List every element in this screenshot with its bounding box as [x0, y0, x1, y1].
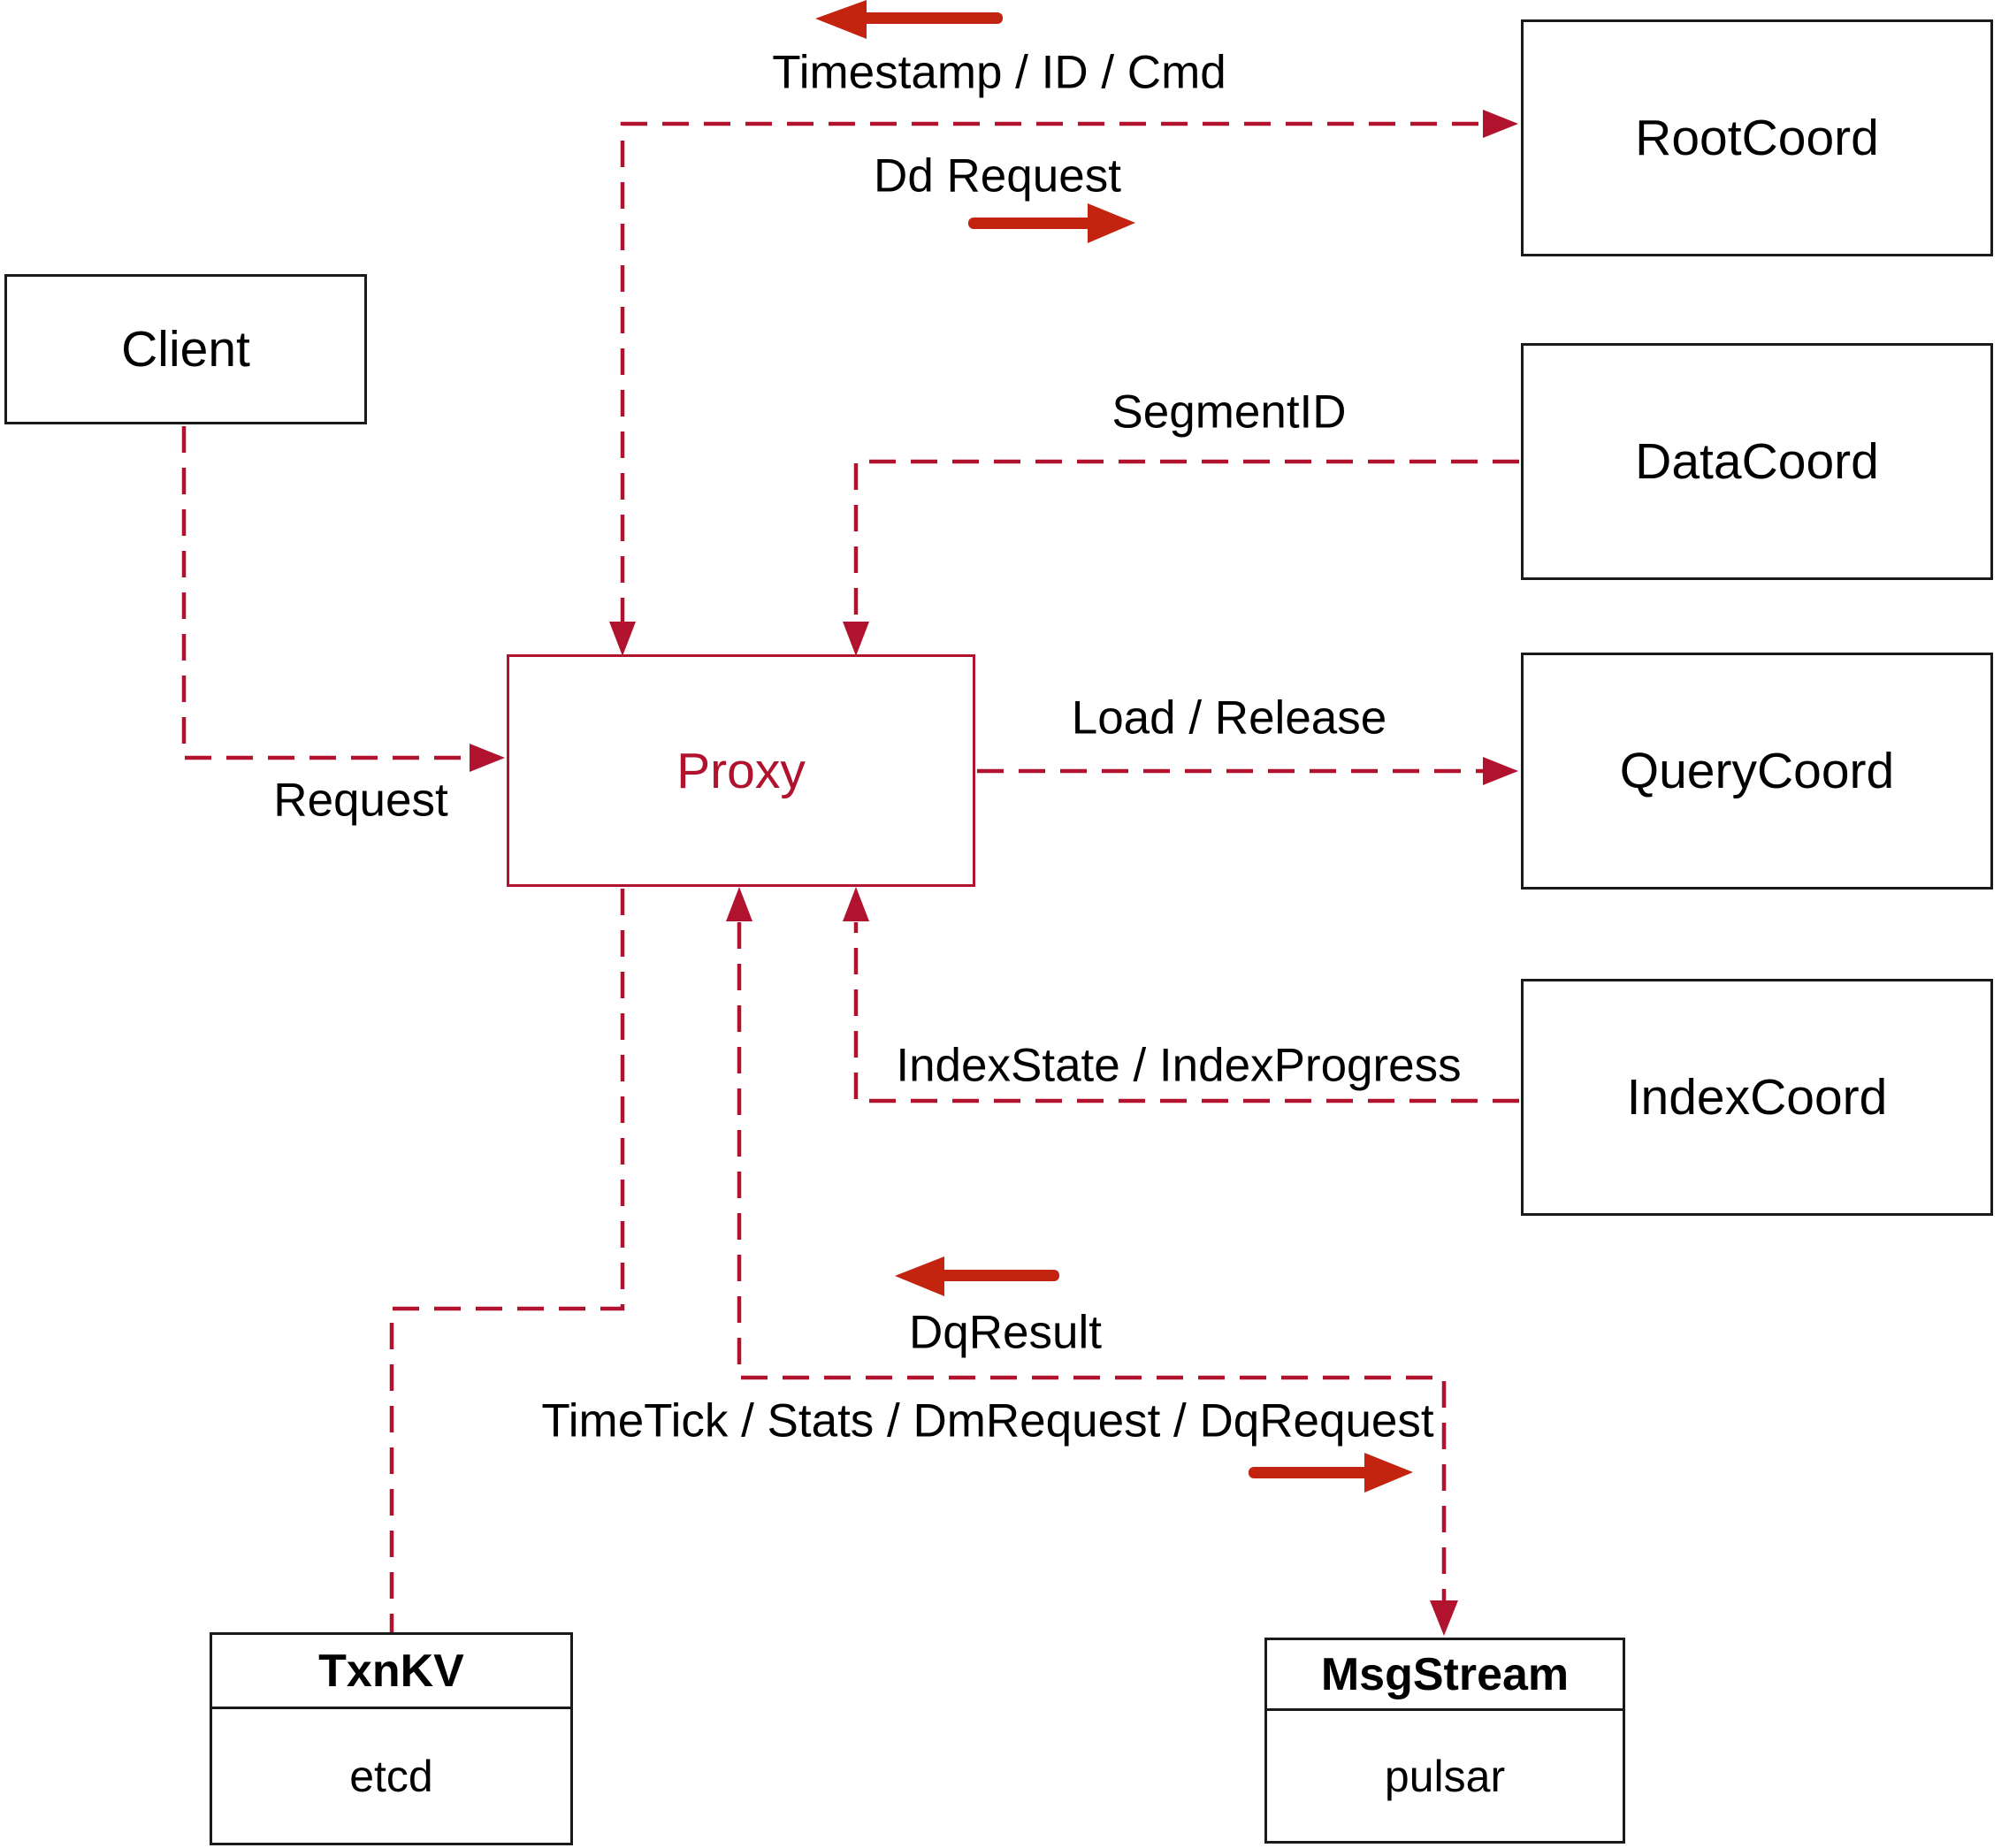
store-msgstream-impl: pulsar	[1267, 1711, 1623, 1841]
store-txnkv: TxnKV etcd	[210, 1632, 573, 1845]
label-timetick-stats: TimeTick / Stats / DmRequest / DqRequest	[541, 1394, 1434, 1447]
arrowhead-into-rootcoord	[1483, 110, 1518, 138]
label-load-release: Load / Release	[1071, 691, 1387, 745]
label-dd-request: Dd Request	[874, 149, 1121, 202]
edge-indexcoord-proxy	[853, 922, 1519, 1103]
arrow-timetick-tail	[1249, 1467, 1369, 1478]
node-rootcoord-label: RootCoord	[1635, 110, 1879, 166]
store-msgstream: MsgStream pulsar	[1264, 1638, 1625, 1844]
arrow-dq-result-tail	[939, 1270, 1059, 1281]
node-datacoord: DataCoord	[1521, 343, 1993, 580]
node-proxy: Proxy	[507, 654, 975, 887]
node-rootcoord: RootCoord	[1521, 19, 1993, 256]
store-msgstream-title: MsgStream	[1267, 1640, 1623, 1711]
arrowhead-into-proxy-left	[470, 744, 505, 772]
store-txnkv-title-text: TxnKV	[318, 1645, 464, 1697]
label-segment-id: SegmentID	[1111, 386, 1347, 439]
node-proxy-label: Proxy	[676, 742, 806, 799]
arrowhead-into-msgstream	[1430, 1600, 1458, 1636]
label-timestamp-id-cmd: Timestamp / ID / Cmd	[772, 46, 1226, 99]
arrow-timestamp-tail	[859, 12, 1003, 24]
store-txnkv-title: TxnKV	[212, 1635, 570, 1709]
node-client-label: Client	[121, 321, 250, 378]
store-msgstream-title-text: MsgStream	[1320, 1648, 1570, 1700]
node-datacoord-label: DataCoord	[1635, 433, 1879, 490]
store-txnkv-impl-text: etcd	[349, 1751, 433, 1801]
edge-proxy-msgstream	[737, 922, 1447, 1602]
arrow-dd-request-head	[1088, 203, 1135, 243]
arrowhead-into-proxy-bottom-1	[726, 887, 752, 921]
arrow-timetick-head	[1364, 1453, 1413, 1493]
edge-proxy-txnkv	[389, 889, 625, 1632]
label-index-state-progress: IndexState / IndexProgress	[896, 1039, 1462, 1092]
node-client: Client	[4, 274, 367, 424]
node-querycoord-label: QueryCoord	[1619, 743, 1895, 799]
arrowhead-into-proxy-bottom-2	[843, 887, 869, 921]
node-querycoord: QueryCoord	[1521, 653, 1993, 890]
store-txnkv-impl: etcd	[212, 1709, 570, 1843]
arrowhead-into-proxy-top-2	[843, 622, 869, 656]
arrowhead-into-querycoord	[1483, 757, 1518, 785]
arrow-dd-request-tail	[968, 218, 1094, 229]
label-dq-result: DqResult	[909, 1306, 1102, 1359]
edge-proxy-rootcoord	[620, 121, 1486, 624]
arrow-dq-result-head	[895, 1256, 944, 1296]
arrowhead-into-proxy-top-1	[609, 622, 636, 656]
arrow-timestamp-head	[815, 0, 867, 39]
store-msgstream-impl-text: pulsar	[1384, 1751, 1506, 1801]
edge-client-proxy	[181, 426, 473, 760]
edge-datacoord-proxy	[853, 459, 1519, 622]
node-indexcoord-label: IndexCoord	[1626, 1069, 1888, 1126]
node-indexcoord: IndexCoord	[1521, 979, 1993, 1216]
label-request: Request	[273, 774, 448, 827]
